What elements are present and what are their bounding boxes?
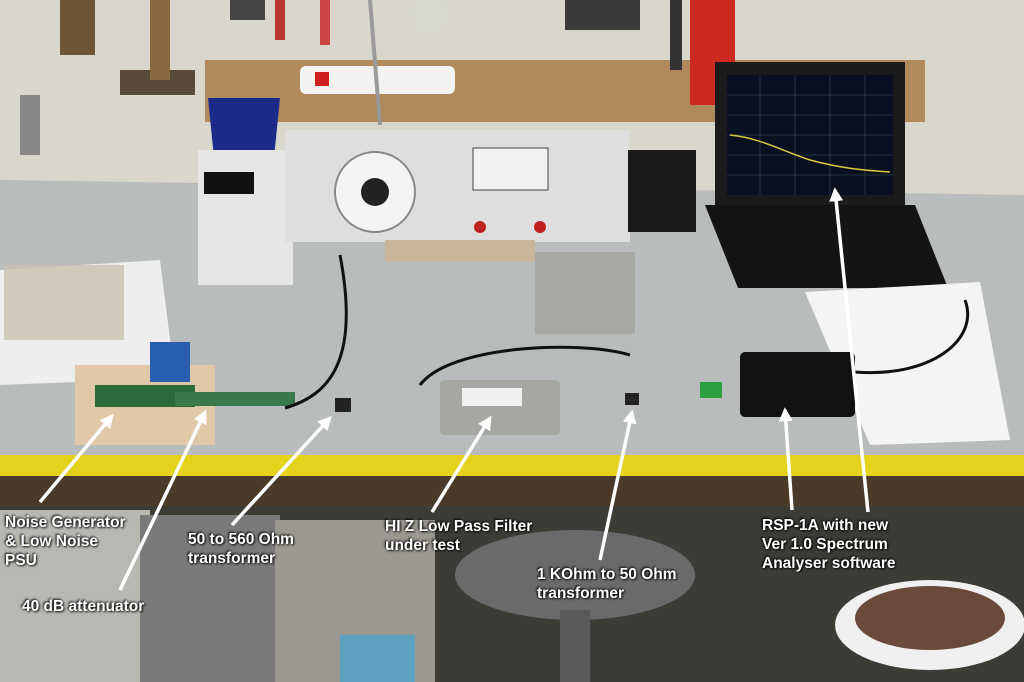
noise-generator-pcb — [95, 385, 195, 407]
cabinet-left — [0, 510, 150, 682]
arrow-noise-generator — [38, 413, 114, 504]
hanging-tools — [20, 0, 735, 155]
black-box — [628, 150, 696, 232]
arrow-low-pass-filter — [430, 415, 492, 513]
label-rsp1a: RSP-1A with new Ver 1.0 Spectrum Analyse… — [762, 517, 896, 572]
laptop-keyboard — [705, 205, 948, 288]
arrow-transformer-1k-50 — [598, 409, 637, 561]
cable — [284, 254, 348, 410]
label-noise-generator: Noise Generator & Low Noise PSU — [5, 514, 126, 569]
label-transformer-1k-50: 1 KOhm to 50 Ohm transformer — [537, 566, 677, 602]
cable — [854, 299, 970, 375]
transformer-small — [335, 398, 351, 412]
rsp1a-box — [740, 352, 855, 417]
bench-psu — [198, 150, 293, 285]
arrow-transformer-50-560 — [230, 415, 332, 527]
label-attenuator: 40 dB attenuator — [22, 598, 145, 615]
blue-mug — [208, 98, 280, 158]
transformer-small — [625, 393, 639, 405]
arrow-attenuator — [118, 409, 207, 591]
cable — [418, 345, 631, 386]
annotation-arrows — [38, 187, 870, 591]
parts-tray — [4, 265, 124, 340]
lamp — [408, 0, 452, 37]
label-transformer-50-560: 50 to 560 Ohm transformer — [188, 531, 294, 567]
arrow-spectrum — [829, 187, 870, 513]
spectrum-trace — [729, 134, 891, 173]
filter-box-upper — [535, 252, 635, 334]
attenuator-pcb — [175, 392, 295, 406]
arrow-rsp1a — [778, 407, 794, 511]
stool — [455, 530, 695, 620]
equipment-rack — [140, 515, 280, 682]
label-low-pass-filter: HI Z Low Pass Filter under test — [385, 518, 533, 554]
bench-edge — [0, 455, 1024, 477]
